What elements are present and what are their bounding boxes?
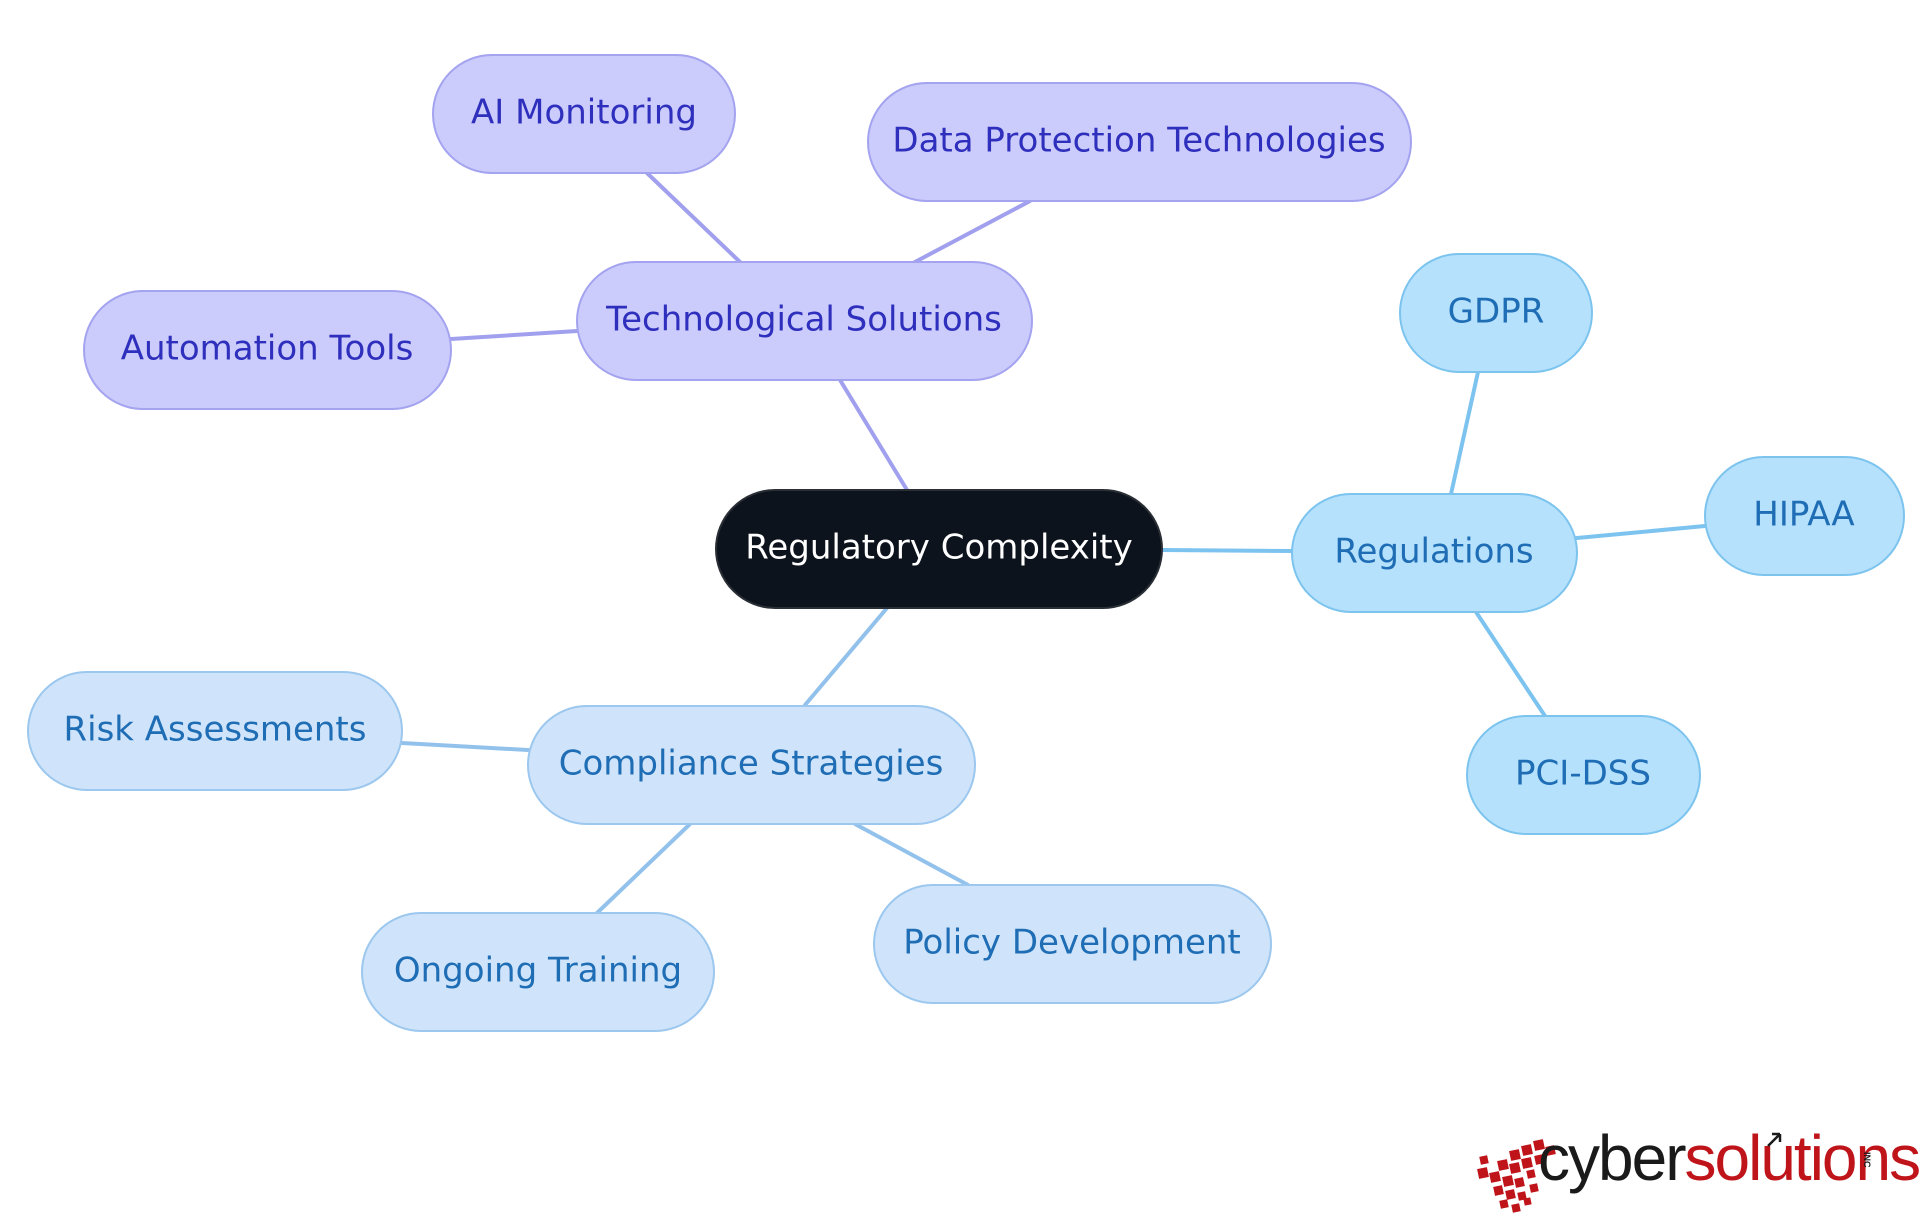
node-pcidss-shape	[1466, 715, 1701, 835]
logo-pixel-square	[1477, 1167, 1489, 1179]
edges	[400, 171, 1707, 915]
logo-pixel-square	[1533, 1139, 1545, 1151]
edge-technological-automation	[449, 329, 579, 341]
logo-swoosh-path	[1767, 1132, 1782, 1147]
node-gdpr-shape	[1399, 253, 1593, 373]
node-technological-shape	[576, 261, 1033, 381]
node-center-label: Regulatory Complexity	[745, 528, 1133, 568]
edge-regulations-gdpr	[1449, 370, 1480, 496]
logo-text-solutions: solutions	[1685, 1122, 1920, 1194]
node-data-protection: Data Protection Technologies	[867, 82, 1412, 202]
logo-pixel-square	[1497, 1159, 1509, 1171]
logo-pixel-square	[1509, 1149, 1521, 1161]
node-policy-development-shape	[873, 884, 1272, 1004]
node-policy-development-label: Policy Development	[903, 923, 1241, 963]
logo-pixel-square	[1509, 1162, 1521, 1174]
logo-pixel-square	[1545, 1145, 1556, 1156]
logo-pixel-square	[1526, 1169, 1536, 1179]
logo-pixel-square	[1511, 1203, 1521, 1213]
node-regulations-shape	[1291, 493, 1578, 613]
edge-compliance-policy	[853, 822, 970, 887]
logo-pixel-square	[1514, 1177, 1525, 1188]
node-risk-assessments-label: Risk Assessments	[64, 710, 367, 750]
node-ongoing-training-shape	[361, 912, 715, 1032]
node-automation-tools: Automation Tools	[83, 290, 452, 410]
logo-wordmark: cybersolutions	[1538, 1122, 1919, 1194]
edge-regulations-hipaa	[1575, 524, 1707, 540]
node-policy-development: Policy Development	[873, 884, 1272, 1004]
logo-pixel-square	[1505, 1189, 1516, 1200]
node-compliance-label: Compliance Strategies	[559, 744, 944, 784]
node-regulations: Regulations	[1291, 493, 1578, 613]
node-technological-label: Technological Solutions	[605, 300, 1002, 340]
logo-swoosh-icon	[1767, 1132, 1782, 1147]
logo-pixel-square	[1493, 1185, 1504, 1196]
node-hipaa: HIPAA	[1704, 456, 1905, 576]
node-automation-tools-shape	[83, 290, 452, 410]
logo-pixel-square	[1517, 1191, 1527, 1201]
logo-pixel-square	[1521, 1157, 1533, 1169]
node-pcidss: PCI-DSS	[1466, 715, 1701, 835]
node-ongoing-training-label: Ongoing Training	[394, 951, 682, 991]
node-ongoing-training: Ongoing Training	[361, 912, 715, 1032]
edge-center-regulations	[1160, 548, 1294, 553]
logo-pixel-square	[1529, 1183, 1539, 1193]
edge-center-compliance	[803, 606, 889, 707]
logo-pixel-square	[1502, 1175, 1514, 1187]
node-compliance: Compliance Strategies	[527, 705, 976, 825]
node-technological: Technological Solutions	[576, 261, 1033, 381]
node-ai-monitoring: AI Monitoring	[432, 54, 736, 174]
node-risk-assessments: Risk Assessments	[27, 671, 403, 791]
node-regulations-label: Regulations	[1334, 532, 1533, 572]
node-gdpr: GDPR	[1399, 253, 1593, 373]
edge-compliance-risk	[400, 741, 530, 752]
logo-text-cyber: cyber	[1538, 1122, 1686, 1194]
logo-pixel-square	[1523, 1197, 1532, 1206]
edge-technological-data-protection	[913, 199, 1032, 264]
node-center: Regulatory Complexity	[715, 489, 1163, 609]
company-logo: cybersolutions INC	[1477, 1122, 1920, 1213]
logo-pixel-square	[1499, 1199, 1509, 1209]
node-data-protection-shape	[867, 82, 1412, 202]
node-hipaa-label: HIPAA	[1753, 495, 1854, 535]
node-center-shape	[715, 489, 1163, 609]
node-risk-assessments-shape	[27, 671, 403, 791]
nodes: Regulatory Complexity Technological Solu…	[27, 54, 1905, 1032]
node-hipaa-shape	[1704, 456, 1905, 576]
node-data-protection-label: Data Protection Technologies	[892, 121, 1385, 161]
edge-regulations-pcidss	[1474, 610, 1547, 718]
edge-compliance-training	[595, 822, 692, 915]
edge-technological-ai-monitoring	[645, 171, 742, 264]
node-ai-monitoring-shape	[432, 54, 736, 174]
node-ai-monitoring-label: AI Monitoring	[471, 93, 697, 133]
edge-center-technological	[838, 378, 909, 492]
node-automation-tools-label: Automation Tools	[121, 329, 414, 369]
node-gdpr-label: GDPR	[1448, 292, 1545, 332]
logo-pixel-square	[1521, 1144, 1533, 1156]
node-pcidss-label: PCI-DSS	[1515, 754, 1651, 794]
logo-pixel-square	[1534, 1154, 1545, 1165]
node-compliance-shape	[527, 705, 976, 825]
logo-pixel-square	[1489, 1171, 1501, 1183]
logo-pixel-mark	[1477, 1139, 1556, 1213]
logo-pixel-square	[1479, 1155, 1489, 1165]
logo-inc: INC	[1862, 1152, 1872, 1168]
